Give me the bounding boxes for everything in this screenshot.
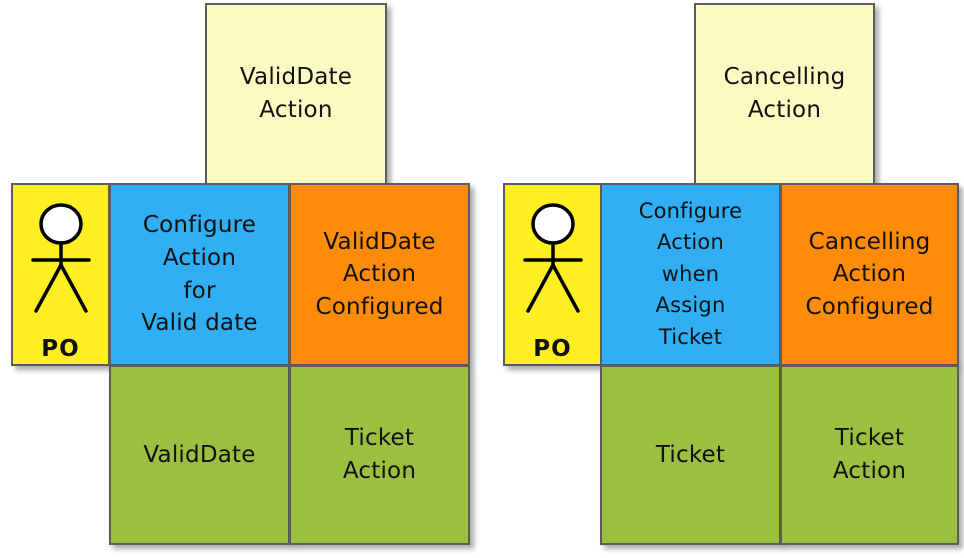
note-card-right-label: Cancelling Action: [723, 64, 846, 123]
story-card-right-1[interactable]: Ticket: [600, 365, 781, 545]
persona-card-left-name: PO: [41, 335, 80, 362]
outcome-card-right-label: Cancelling Action Configured: [805, 228, 934, 320]
story-card-left-2-label: Ticket Action: [342, 425, 417, 484]
activity-card-left[interactable]: Configure Action for Valid date: [109, 183, 290, 366]
persona-card-left[interactable]: PO: [11, 183, 110, 366]
activity-card-left-label: Configure Action for Valid date: [141, 212, 258, 337]
note-card-right[interactable]: Cancelling Action: [694, 3, 875, 185]
persona-card-right-name: PO: [533, 335, 572, 362]
note-card-left-label: ValidDate Action: [239, 64, 353, 123]
outcome-card-right[interactable]: Cancelling Action Configured: [780, 183, 959, 366]
note-card-left[interactable]: ValidDate Action: [205, 3, 387, 185]
story-card-left-1-label: ValidDate: [143, 441, 256, 468]
story-card-left-1[interactable]: ValidDate: [109, 365, 290, 545]
persona-card-right[interactable]: PO: [503, 183, 602, 366]
outcome-card-left-label: ValidDate Action Configured: [315, 228, 444, 320]
story-card-right-2-label: Ticket Action: [832, 425, 907, 484]
outcome-card-left[interactable]: ValidDate Action Configured: [289, 183, 470, 366]
activity-card-right-label: Configure Action when Assign Ticket: [638, 198, 743, 349]
story-card-right-2[interactable]: Ticket Action: [780, 365, 959, 545]
stick-figure-icon: [518, 199, 588, 331]
story-card-right-1-label: Ticket: [655, 441, 726, 468]
story-card-left-2[interactable]: Ticket Action: [289, 365, 470, 545]
stick-figure-icon: [26, 199, 96, 331]
activity-card-right[interactable]: Configure Action when Assign Ticket: [600, 183, 781, 366]
